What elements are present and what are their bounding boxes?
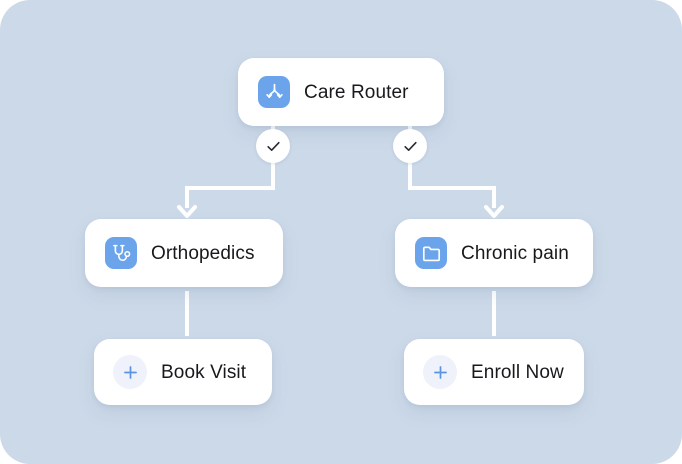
node-label: Care Router (304, 81, 409, 103)
arrowhead-orthopedics (177, 205, 197, 218)
connector-left-badge-to-orthopedics (185, 163, 275, 208)
node-care-router[interactable]: Care Router (238, 58, 444, 126)
stethoscope-icon (105, 237, 137, 269)
plus-icon (423, 355, 457, 389)
node-label: Book Visit (161, 361, 247, 383)
node-enroll-now[interactable]: Enroll Now (404, 339, 584, 405)
folder-icon (415, 237, 447, 269)
node-label: Enroll Now (471, 361, 564, 383)
node-label: Orthopedics (151, 242, 255, 264)
check-badge-right[interactable] (393, 129, 427, 163)
node-chronic-pain[interactable]: Chronic pain (395, 219, 593, 287)
connector-right-badge-to-chronic-pain (408, 163, 496, 208)
check-badge-left[interactable] (256, 129, 290, 163)
node-orthopedics[interactable]: Orthopedics (85, 219, 283, 287)
plus-icon (113, 355, 147, 389)
check-icon (266, 141, 280, 151)
split-arrows-icon (258, 76, 290, 108)
node-label: Chronic pain (461, 242, 569, 264)
node-book-visit[interactable]: Book Visit (94, 339, 272, 405)
check-icon (403, 141, 417, 151)
arrowhead-chronic-pain (484, 205, 504, 218)
